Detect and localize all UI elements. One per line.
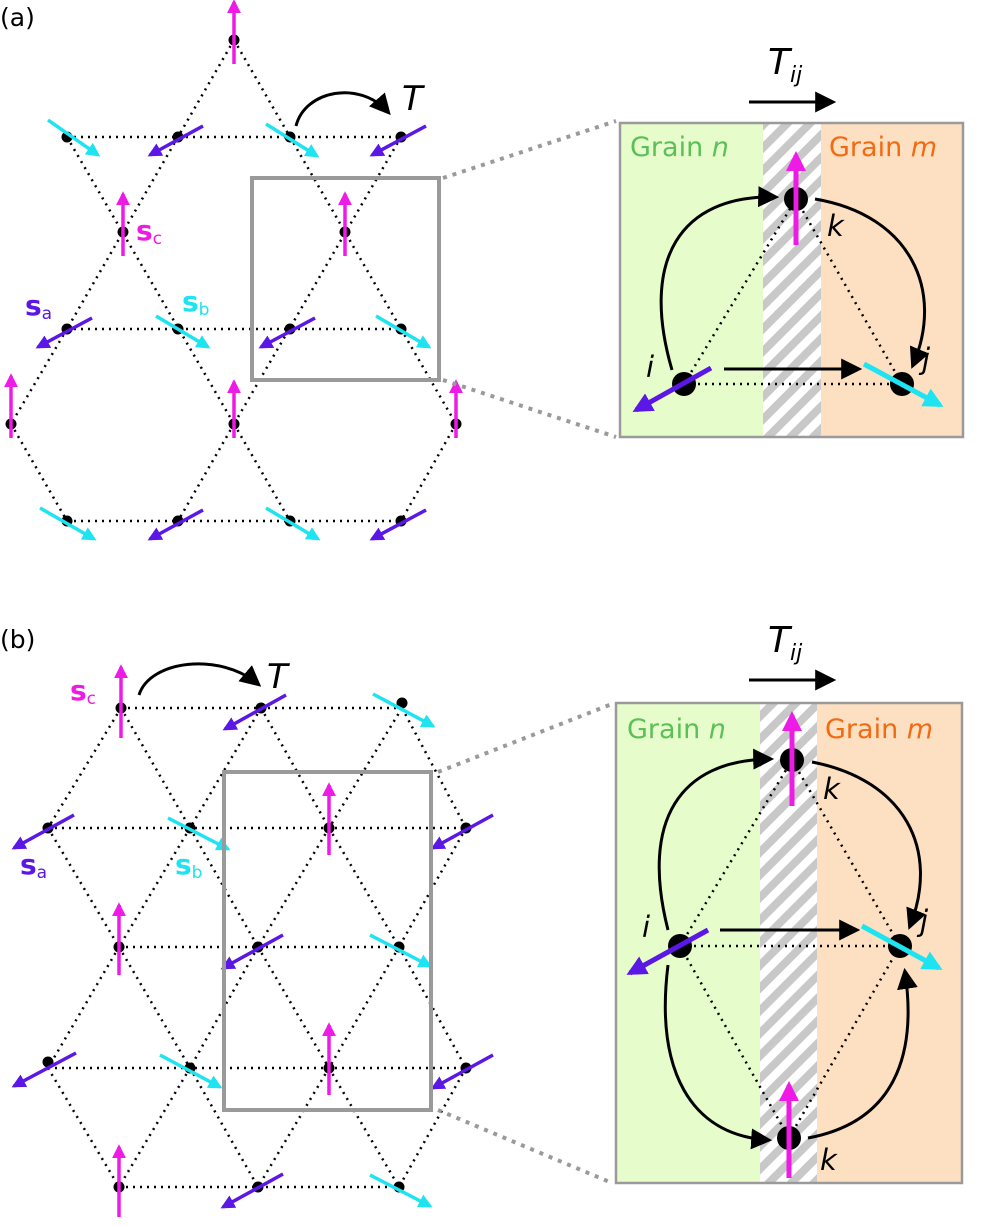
spin-arrows-a-a bbox=[35, 124, 427, 541]
panel-b: (b) bbox=[0, 620, 964, 1217]
spin-arrows-b-a bbox=[39, 118, 432, 541]
spin-label-b-b: sb bbox=[175, 848, 202, 883]
site-k-top-label-b: k bbox=[823, 772, 841, 806]
site-i-label-a: i bbox=[646, 350, 654, 384]
transform-arrow-b bbox=[137, 662, 262, 696]
grain-n-label-a: Grain n bbox=[630, 132, 729, 163]
spin-label-a-a: sa bbox=[25, 289, 52, 324]
hop-arrow-kj-bottom-b bbox=[807, 967, 918, 1140]
svg-text:Tij: Tij bbox=[768, 620, 803, 666]
spin-i-arrow-b bbox=[626, 927, 710, 976]
grain-n-label-b: Grain n bbox=[627, 714, 726, 745]
site-k-bottom-label-b: k bbox=[820, 1143, 838, 1177]
spin-arrows-c-a bbox=[3, 0, 463, 438]
zoom-frame-b bbox=[614, 701, 964, 1185]
panel-a: (a) bbox=[0, 0, 965, 541]
lattice-sites-a bbox=[5, 34, 462, 527]
zoom-frame-a bbox=[618, 121, 965, 439]
zoom-guides-a bbox=[442, 119, 617, 439]
spin-label-a-b: sa bbox=[20, 848, 47, 883]
kagome-lattice-a bbox=[9, 39, 458, 523]
zoom-bonds-b bbox=[678, 759, 902, 1139]
selection-box-b bbox=[222, 770, 433, 1112]
zoom-panel-b: Grain n Grain m i k j bbox=[614, 701, 964, 1185]
spin-arrows-c-b bbox=[112, 664, 336, 1217]
transfer-label-a: Tij bbox=[749, 42, 837, 113]
zoom-guides-b bbox=[437, 702, 613, 1185]
grain-boundary-a bbox=[763, 123, 821, 437]
spin-label-c-b: sc bbox=[70, 674, 96, 709]
grain-m-label-a: Grain m bbox=[829, 132, 937, 163]
panel-a-label: (a) bbox=[0, 3, 35, 32]
selection-box-a bbox=[250, 176, 441, 382]
grain-m-label-b: Grain m bbox=[825, 714, 933, 745]
transform-arrow-a bbox=[294, 91, 391, 127]
site-i-label-b: i bbox=[642, 910, 650, 944]
spin-j-arrow-b bbox=[860, 923, 943, 971]
hop-arrow-ik-top-b bbox=[657, 748, 775, 931]
svg-text:Tij: Tij bbox=[768, 42, 803, 88]
hop-arrow-ik-a bbox=[659, 186, 780, 371]
spin-i-arrow-a bbox=[632, 365, 713, 413]
hop-arrow-kj-top-b bbox=[811, 760, 926, 930]
transform-label-a: T bbox=[402, 79, 425, 119]
spin-j-arrow-a bbox=[862, 361, 944, 408]
transfer-label-b: Tij bbox=[749, 620, 837, 691]
zoom-bonds-a bbox=[682, 198, 904, 386]
site-j-label-b: j bbox=[916, 904, 929, 938]
site-k-label-a: k bbox=[827, 209, 845, 243]
site-j-label-a: j bbox=[918, 342, 931, 376]
zoom-panel-a: Grain n Grain m i k j bbox=[618, 121, 965, 439]
spin-arrows-a-b bbox=[11, 693, 494, 1209]
hop-arrow-kj-a bbox=[814, 197, 930, 369]
spin-arrows-b-b bbox=[159, 692, 436, 1208]
hop-arrow-ik-bottom-b bbox=[663, 964, 773, 1150]
spin-label-b-a: sb bbox=[182, 285, 209, 320]
panel-b-label: (b) bbox=[0, 625, 35, 654]
spin-label-c-a: sc bbox=[136, 214, 162, 249]
transform-label-b: T bbox=[267, 657, 290, 697]
